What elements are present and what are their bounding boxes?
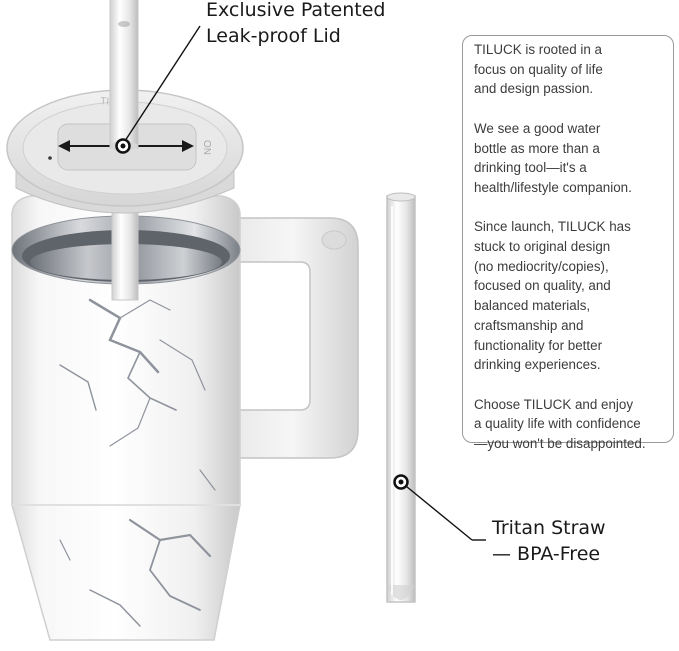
description-paragraph: We see a good water bottle as more than … — [474, 120, 632, 195]
description-paragraph: TILUCK is rooted in a focus on quality o… — [474, 42, 603, 97]
leak-proof-lid: TILUCK ON — [6, 89, 244, 214]
lid-on-mark: ON — [201, 140, 212, 155]
straw-callout: Tritan Straw — BPA-Free — [492, 515, 606, 567]
description-paragraph: Since launch, TILUCK has stuck to origin… — [474, 219, 631, 373]
tritan-straw — [386, 192, 416, 603]
lid-callout: Exclusive Patented Leak-proof Lid — [206, 0, 385, 49]
lid-callout-line-1: Exclusive Patented — [206, 0, 386, 21]
description-paragraph: Choose TILUCK and enjoy a quality life w… — [474, 396, 646, 452]
arrow-left-icon — [58, 140, 70, 152]
marble-vein-pattern — [59, 298, 216, 627]
straw-callout-line-1: Tritan Straw — [492, 517, 606, 539]
brand-description-box: TILUCK is rooted in a focus on quality o… — [462, 35, 674, 451]
tumbler-handle — [227, 217, 359, 459]
lid-callout-line-2: Leak-proof Lid — [206, 25, 341, 47]
straw-pointer — [393, 474, 486, 541]
lid-pointer — [115, 25, 201, 154]
tumbler-body — [11, 195, 241, 641]
straw-callout-line-2: — BPA-Free — [492, 543, 601, 565]
arrow-right-icon — [182, 140, 194, 152]
